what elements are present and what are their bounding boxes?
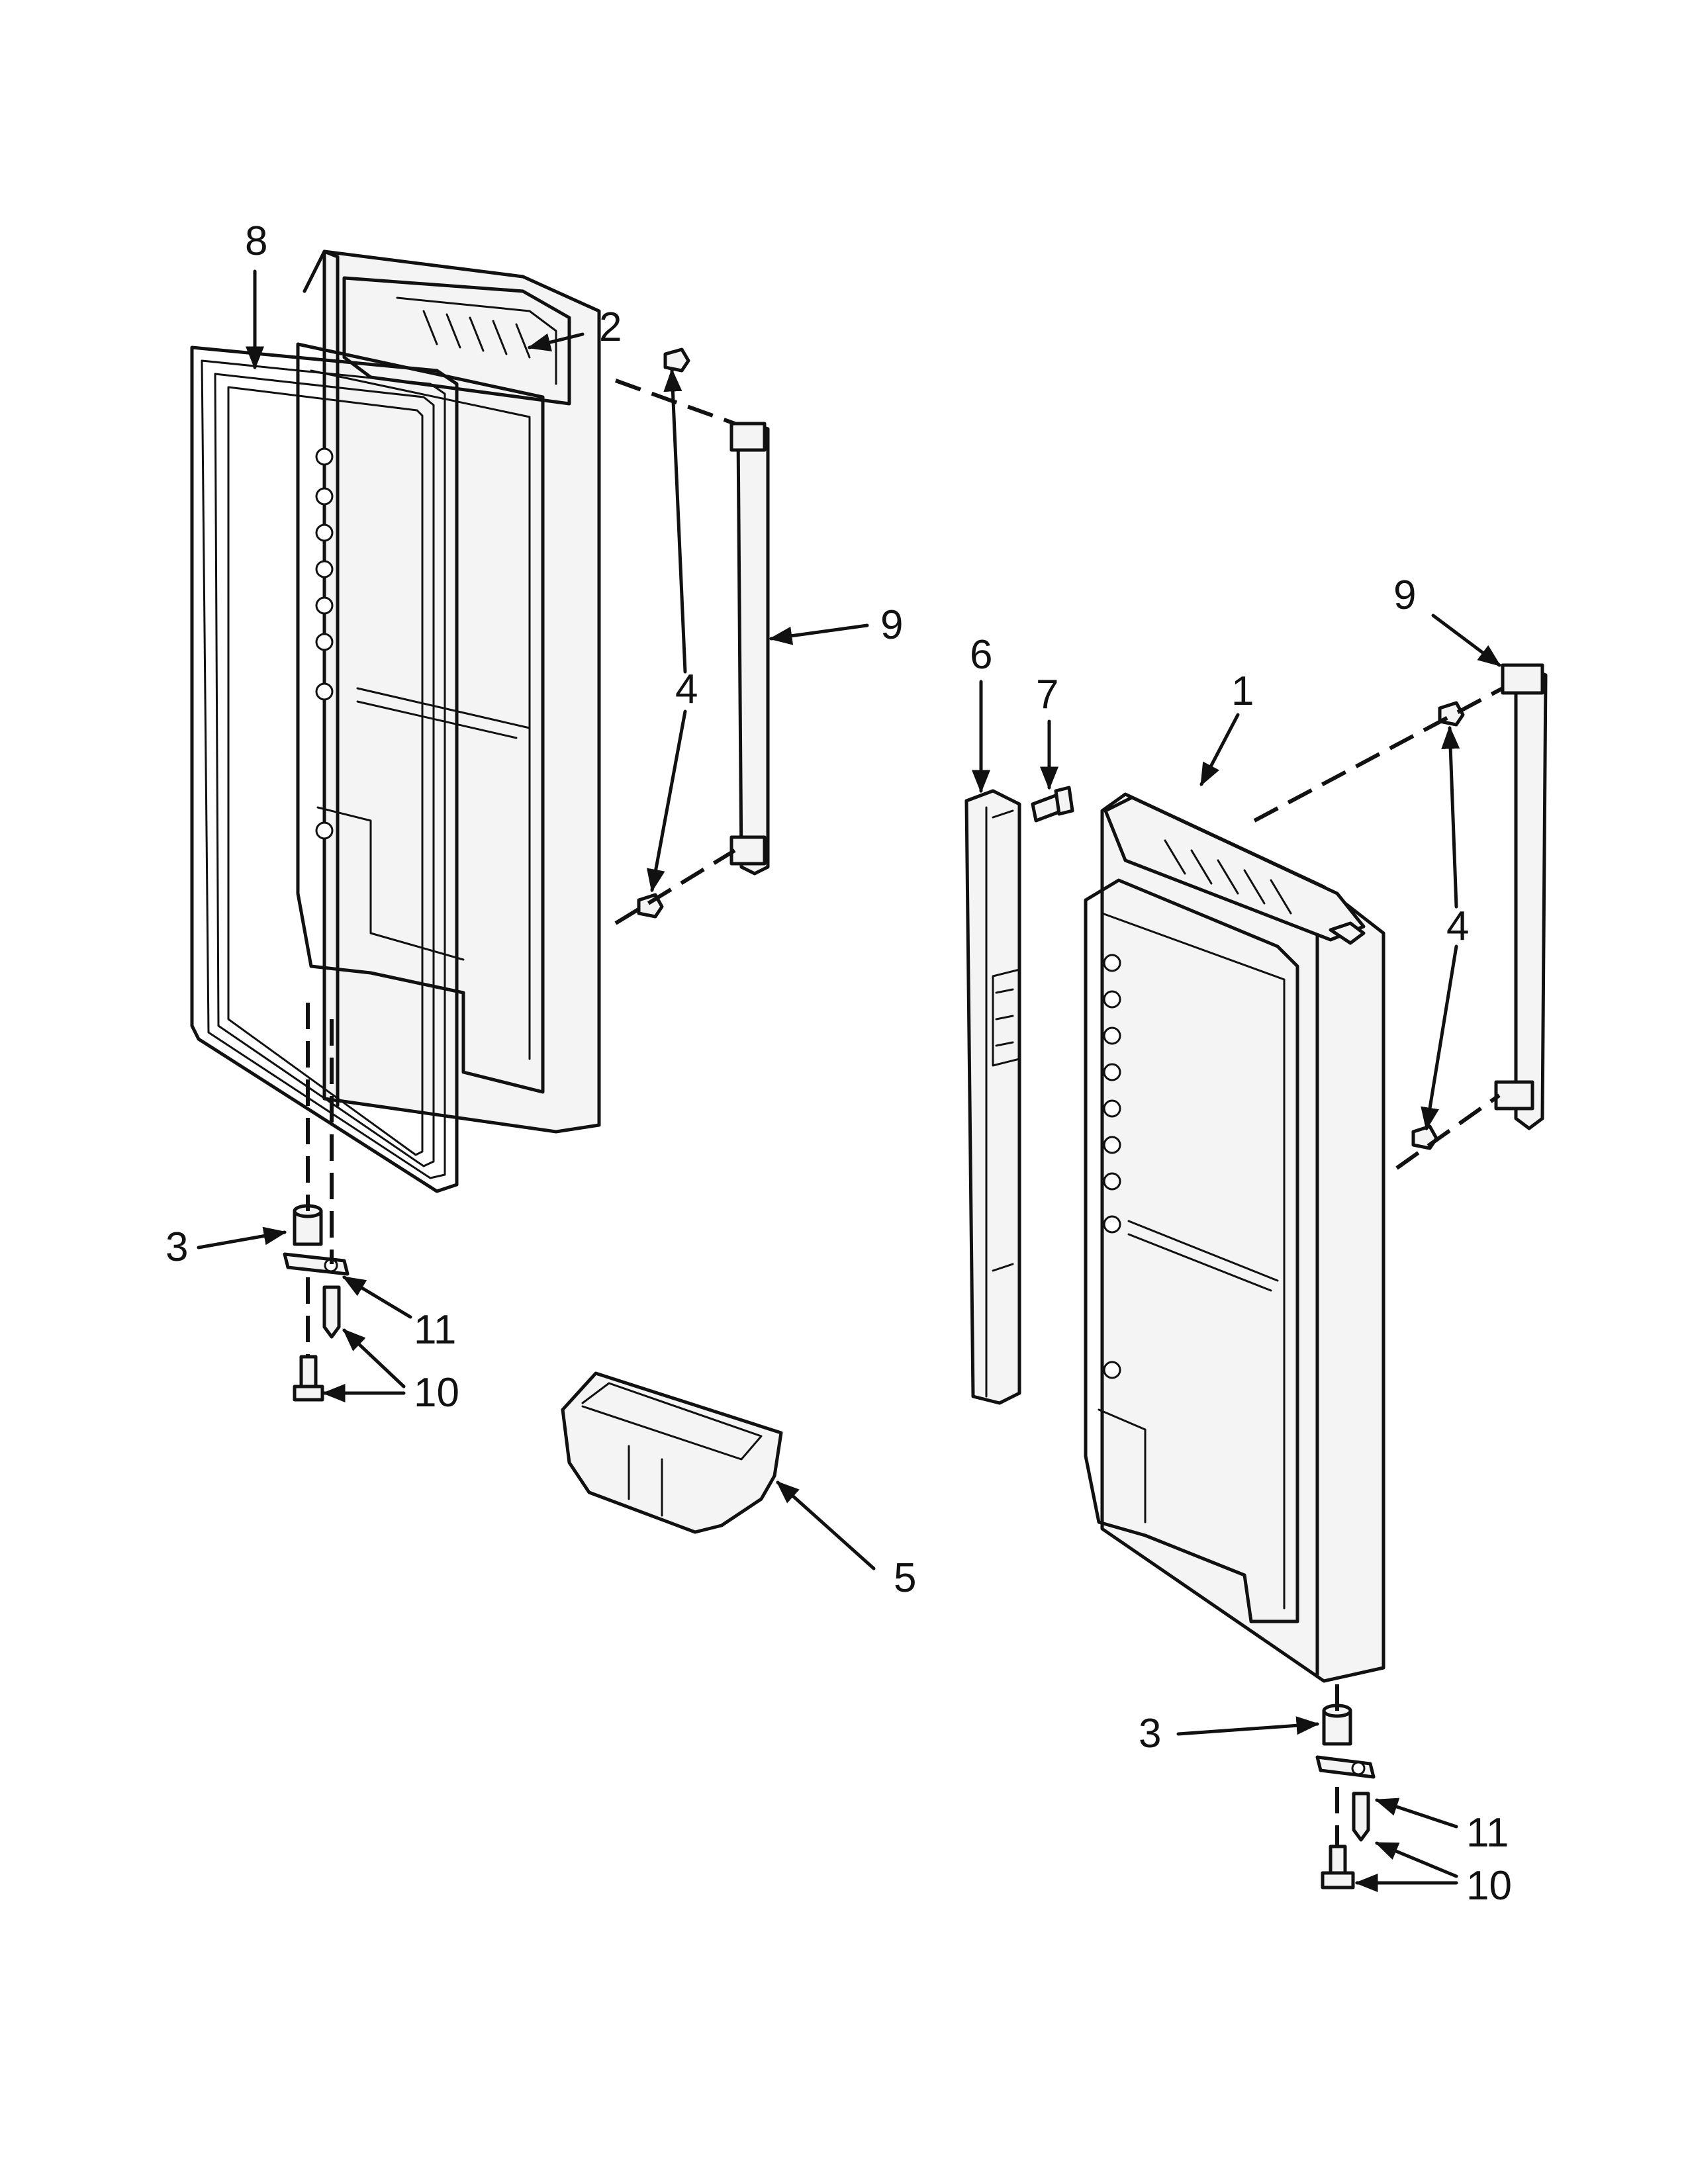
right-handle-part-9 xyxy=(1494,663,1548,1130)
callout-9-right: 9 xyxy=(1393,572,1416,618)
callout-3-right: 3 xyxy=(1139,1711,1161,1756)
callout-labels: 8 2 4 9 3 11 10 5 6 7 1 9 4 3 11 10 xyxy=(165,218,1512,1909)
callout-2-left-door: 2 xyxy=(599,304,622,350)
callout-7: 7 xyxy=(1036,672,1058,717)
leader-arrows xyxy=(197,269,1501,1892)
callout-11-right: 11 xyxy=(1466,1810,1509,1856)
callout-10-left: 10 xyxy=(414,1370,459,1416)
callout-6: 6 xyxy=(970,632,992,678)
shelf-bumps-left xyxy=(315,447,334,840)
top-vent-slots-right xyxy=(1164,839,1292,915)
right-door-part-1 xyxy=(1084,792,1385,1683)
door-gasket-part-8 xyxy=(190,345,459,1193)
callout-4-left: 4 xyxy=(675,666,698,712)
shelf-bumps-right xyxy=(1103,954,1121,1379)
callout-3-left: 3 xyxy=(165,1224,188,1270)
callout-8: 8 xyxy=(245,218,267,264)
callout-9-left: 9 xyxy=(880,602,903,648)
left-door-part-2 xyxy=(296,250,601,1134)
callout-11-left: 11 xyxy=(414,1307,456,1353)
callout-4-right: 4 xyxy=(1446,903,1469,949)
door-bin-part-5 xyxy=(561,1371,783,1534)
callout-5: 5 xyxy=(894,1555,916,1601)
callout-1-right-door: 1 xyxy=(1231,668,1254,714)
mullion-screw-part-7 xyxy=(1031,786,1074,823)
right-hinge-assembly xyxy=(1315,1704,1376,1889)
left-hinge-assembly xyxy=(283,1204,350,1402)
callout-10-right: 10 xyxy=(1466,1863,1512,1909)
left-handle-part-9 xyxy=(729,422,770,876)
alignment-lines xyxy=(306,379,1504,1846)
top-vent-slots xyxy=(422,310,531,359)
center-mullion-part-6 xyxy=(964,789,1021,1405)
